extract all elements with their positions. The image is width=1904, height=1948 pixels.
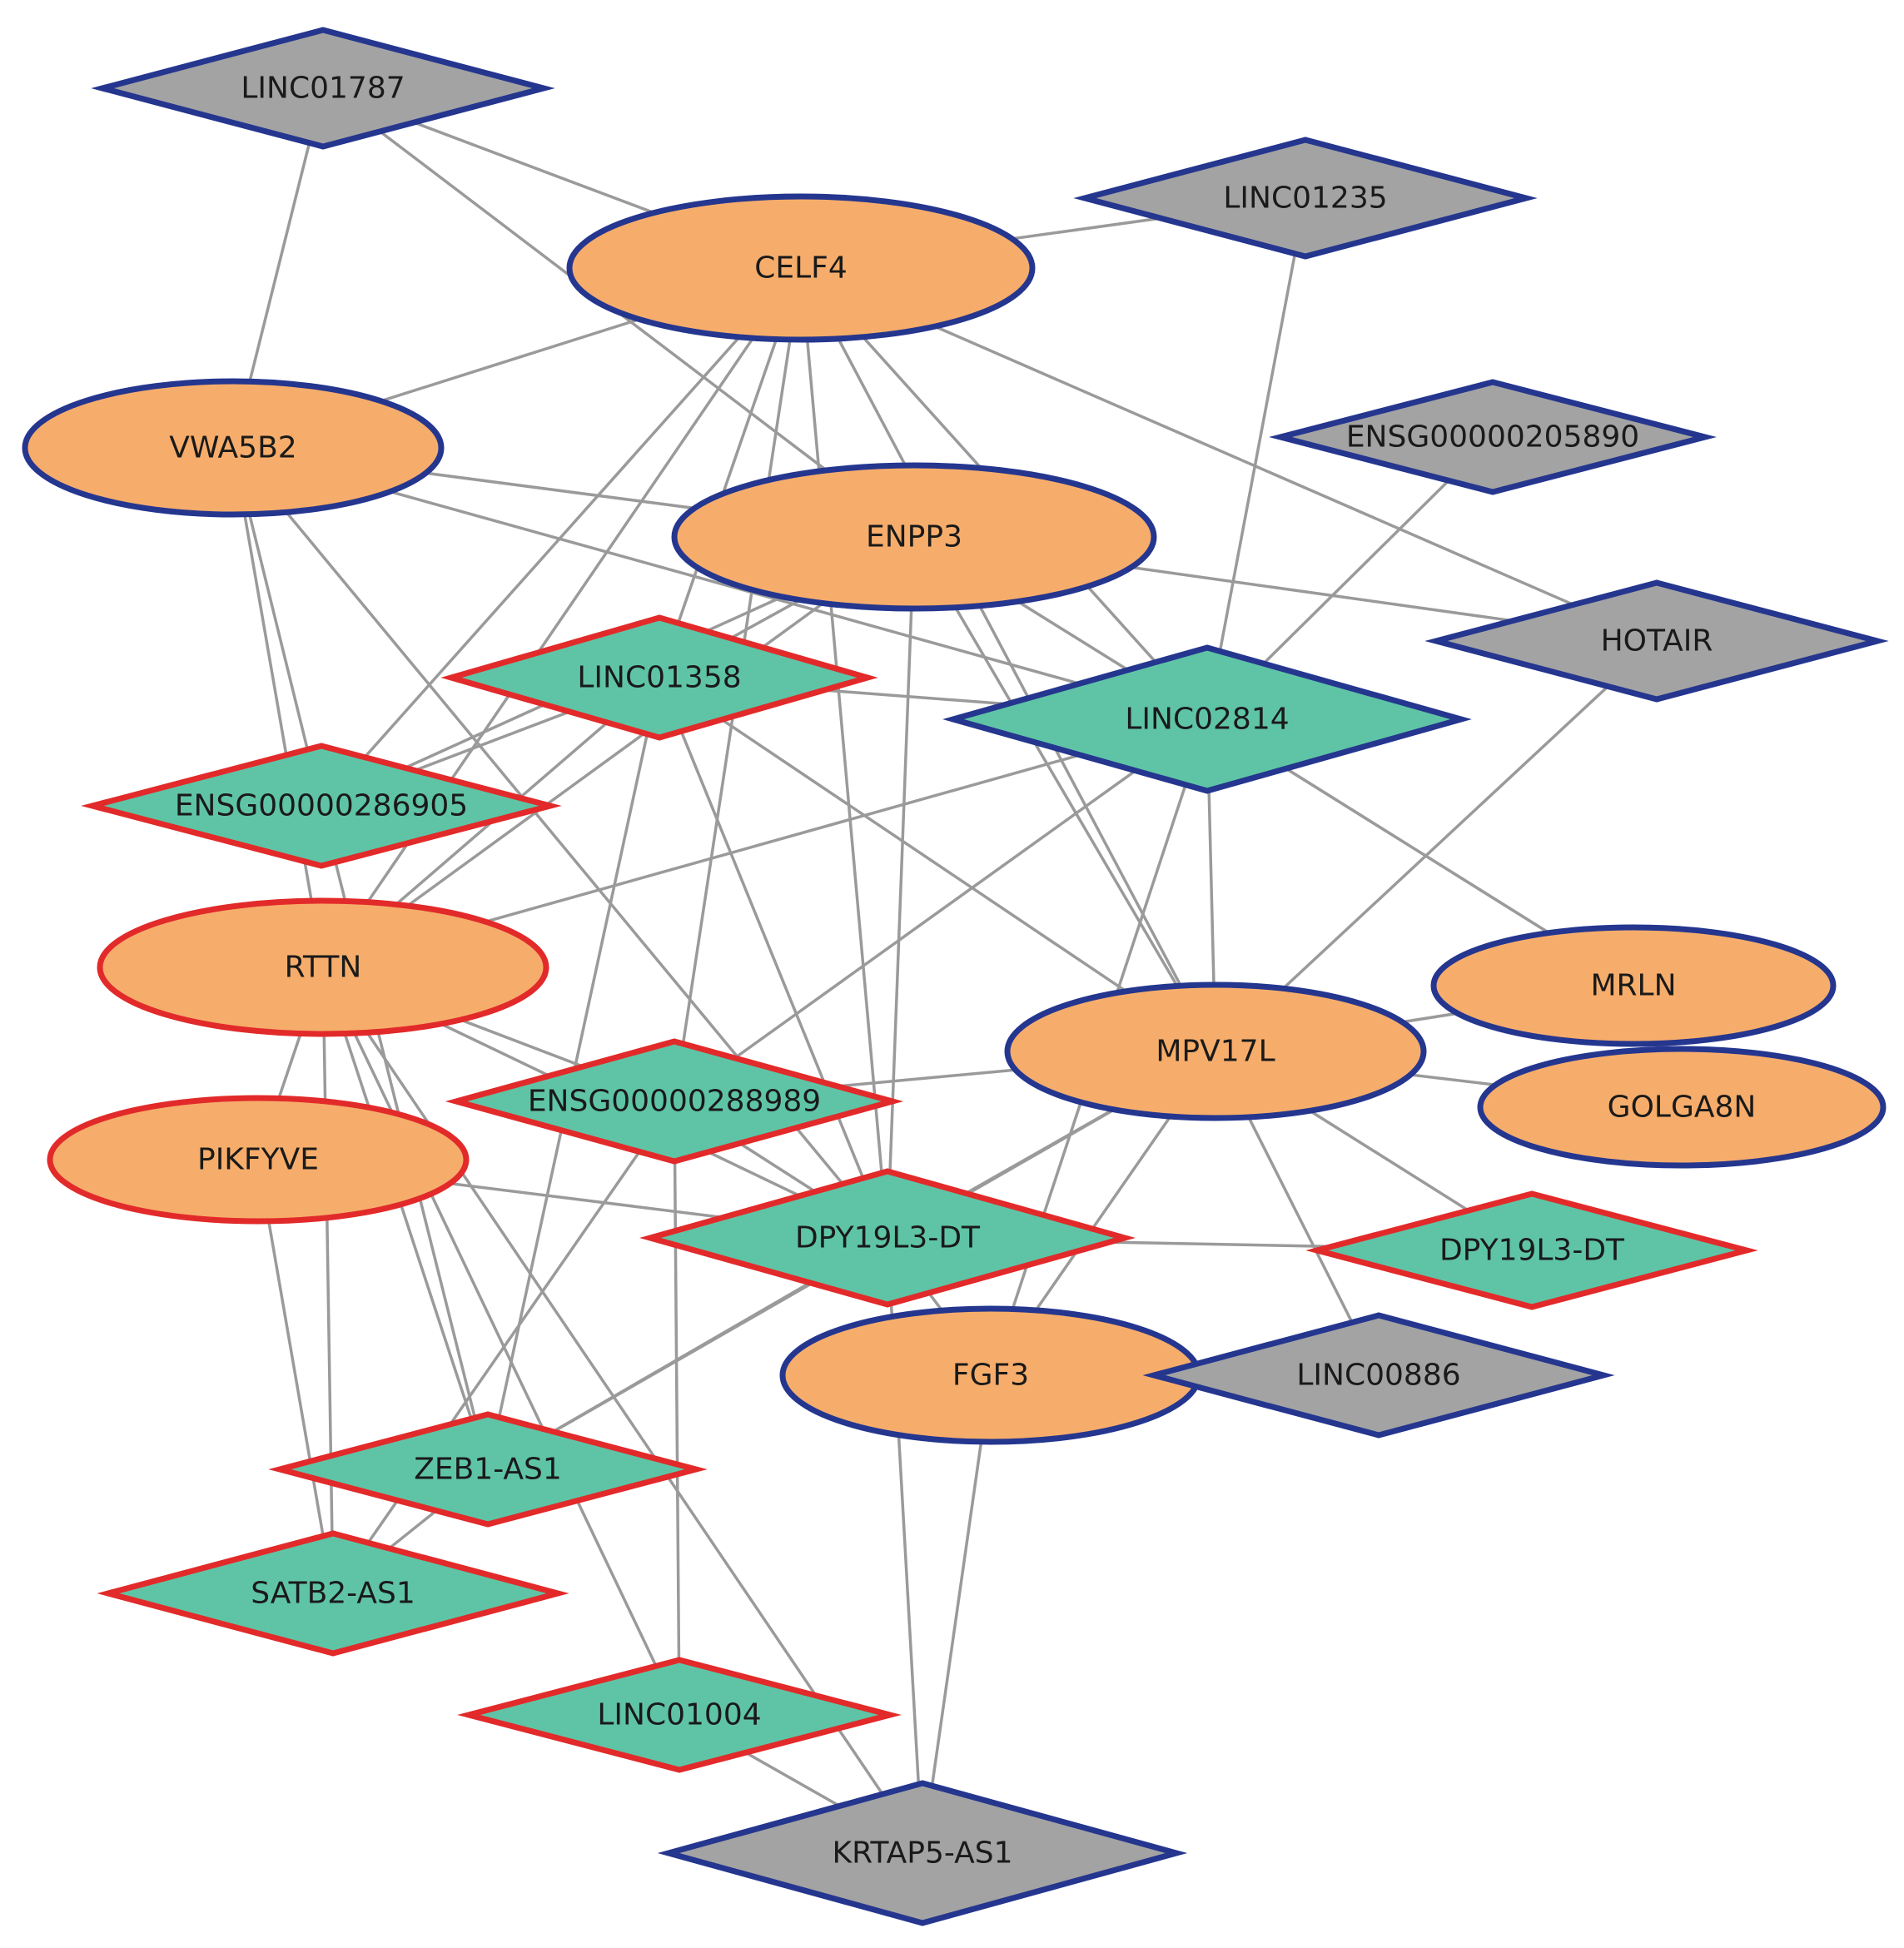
node-diamond — [457, 1657, 902, 1773]
edge-rttn-zeb1-as1 — [321, 967, 490, 1470]
node-mrln[interactable]: MRLN — [1430, 924, 1837, 1047]
node-label: LINC02814 — [1125, 703, 1289, 737]
edge-vwa5b2-rttn — [231, 447, 325, 968]
node-diamond — [1269, 379, 1717, 495]
node-mpv17l[interactable]: MPV17L — [1004, 981, 1427, 1121]
node-diamond — [942, 644, 1472, 794]
node-ellipse — [1430, 924, 1837, 1047]
node-label: KRTAP5-AS1 — [832, 1836, 1012, 1871]
node-fgf3[interactable]: FGF3 — [779, 1305, 1202, 1445]
node-label: DPY19L3-DT — [795, 1221, 981, 1255]
edge-celf4-rttn — [321, 267, 803, 968]
node-ellipse — [671, 462, 1157, 612]
edge-hotair-mpv17l — [1214, 639, 1658, 1053]
node-diamond — [445, 1038, 904, 1165]
node-ellipse — [1477, 1046, 1887, 1169]
node-ensg00000205890[interactable]: ENSG00000205890 — [1269, 379, 1717, 495]
edge-celf4-ensg00000286905 — [320, 266, 803, 808]
edge-fgf3-krtap5-as1 — [921, 1374, 992, 1854]
edge-pikfyve-satb2-as1 — [256, 1159, 335, 1594]
node-label: ENSG00000205890 — [1346, 420, 1639, 455]
node-label: ENSG00000288989 — [528, 1085, 821, 1119]
node-label: CELF4 — [754, 251, 848, 286]
edge-celf4-mpv17l — [799, 267, 1217, 1052]
node-linc02814[interactable]: LINC02814 — [942, 644, 1472, 794]
node-label: VWA5B2 — [169, 431, 296, 465]
node-linc01358[interactable]: LINC01358 — [440, 614, 878, 741]
node-ellipse — [566, 193, 1036, 343]
node-label: HOTAIR — [1601, 624, 1713, 658]
edge-linc01235-linc02814 — [1206, 197, 1307, 720]
node-diamond — [81, 743, 562, 869]
edge-enpp3-mpv17l — [912, 536, 1217, 1052]
node-diamond — [91, 27, 555, 150]
node-ellipse — [22, 378, 445, 518]
node-linc01004[interactable]: LINC01004 — [457, 1657, 902, 1773]
node-hotair[interactable]: HOTAIR — [1424, 579, 1889, 703]
node-diamond — [639, 1168, 1136, 1308]
node-label: LINC01787 — [241, 72, 405, 106]
edge-rttn-satb2-as1 — [321, 967, 335, 1594]
node-dpy19l3-dt-b[interactable]: DPY19L3-DT — [1305, 1190, 1758, 1310]
node-celf4[interactable]: CELF4 — [566, 193, 1036, 343]
node-label: LINC01358 — [577, 661, 741, 695]
edge-enpp3-rttn — [321, 535, 916, 969]
node-ellipse — [1004, 981, 1427, 1121]
node-diamond — [657, 1780, 1188, 1926]
node-krtap5-as1[interactable]: KRTAP5-AS1 — [657, 1780, 1188, 1926]
edge-linc01358-dpy19l3-dt-a — [658, 677, 889, 1239]
node-diamond — [1305, 1190, 1758, 1310]
node-label: ZEB1-AS1 — [414, 1453, 562, 1487]
node-diamond — [97, 1530, 569, 1657]
node-zeb1-as1[interactable]: ZEB1-AS1 — [268, 1411, 708, 1528]
node-linc01235[interactable]: LINC01235 — [1073, 137, 1538, 260]
node-diamond — [1424, 579, 1889, 703]
edge-ensg00000288989-satb2-as1 — [331, 1101, 676, 1594]
node-label: MRLN — [1590, 969, 1676, 1003]
node-label: PIKFYVE — [197, 1143, 319, 1177]
edge-linc02814-ensg00000288989 — [673, 718, 1209, 1103]
node-ellipse — [47, 1095, 470, 1225]
node-golga8n[interactable]: GOLGA8N — [1477, 1046, 1887, 1169]
edge-rttn-linc01004 — [321, 967, 681, 1716]
node-ensg00000286905[interactable]: ENSG00000286905 — [81, 743, 562, 869]
node-label: LINC01004 — [597, 1698, 761, 1732]
node-dpy19l3-dt-a[interactable]: DPY19L3-DT — [639, 1168, 1136, 1308]
node-vwa5b2[interactable]: VWA5B2 — [22, 378, 445, 518]
node-linc00886[interactable]: LINC00886 — [1142, 1312, 1615, 1439]
node-label: FGF3 — [952, 1359, 1029, 1393]
node-enpp3[interactable]: ENPP3 — [671, 462, 1157, 612]
node-label: DPY19L3-DT — [1439, 1234, 1625, 1268]
node-rttn[interactable]: RTTN — [97, 897, 549, 1037]
node-label: GOLGA8N — [1608, 1091, 1757, 1125]
node-label: RTTN — [285, 951, 362, 985]
edge-enpp3-dpy19l3-dt-a — [886, 536, 916, 1239]
node-pikfyve[interactable]: PIKFYVE — [47, 1095, 470, 1225]
edge-ensg00000288989-linc01004 — [673, 1101, 681, 1716]
node-satb2-as1[interactable]: SATB2-AS1 — [97, 1530, 569, 1657]
node-label: LINC01235 — [1223, 181, 1387, 216]
node-label: MPV17L — [1156, 1035, 1275, 1069]
node-diamond — [1073, 137, 1538, 260]
node-diamond — [440, 614, 878, 741]
node-label: ENPP3 — [866, 520, 962, 554]
node-diamond — [1142, 1312, 1615, 1439]
node-label: SATB2-AS1 — [251, 1577, 415, 1611]
node-label: LINC00886 — [1296, 1359, 1460, 1393]
edge-celf4-dpy19l3-dt-a — [799, 267, 889, 1239]
node-ensg00000288989[interactable]: ENSG00000288989 — [445, 1038, 904, 1165]
node-label: ENSG00000286905 — [175, 789, 468, 823]
node-linc01787[interactable]: LINC01787 — [91, 27, 555, 150]
edge-celf4-hotair — [800, 266, 1658, 643]
node-ellipse — [97, 897, 549, 1037]
edge-vwa5b2-linc02814 — [232, 446, 1208, 721]
node-diamond — [268, 1411, 708, 1528]
